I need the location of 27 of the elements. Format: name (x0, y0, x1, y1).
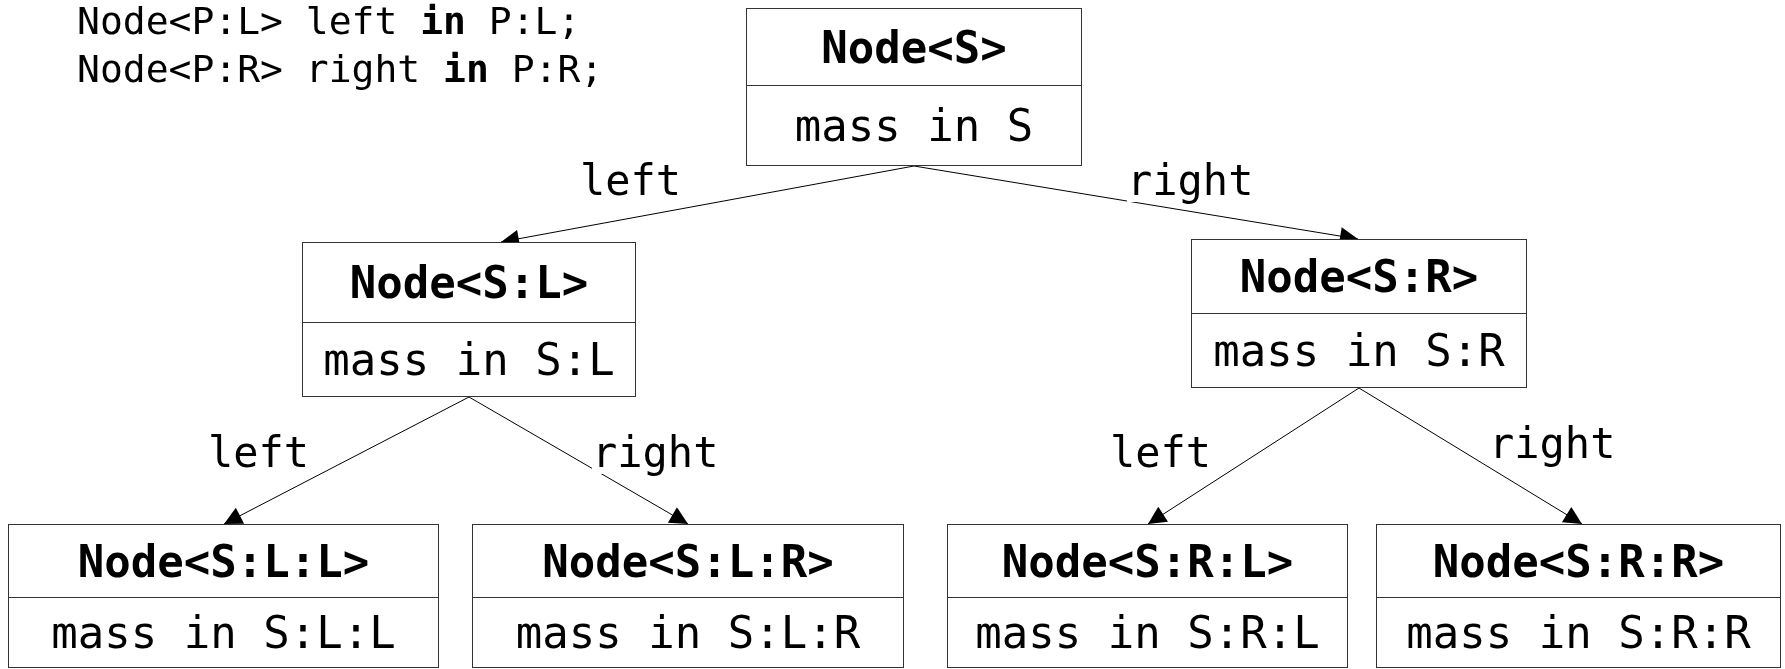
arrow (1358, 387, 1583, 525)
class-name: Node<S:L:L> (9, 525, 438, 598)
class-box (1376, 524, 1781, 668)
field-text: mass in S:L:R (514, 606, 862, 660)
class-name: Node<S:L:R> (473, 525, 903, 598)
field-text: mass in S:L (322, 333, 616, 387)
class-box (8, 524, 439, 668)
class-box (302, 242, 636, 397)
field-text: mass in S:L:L (50, 606, 397, 660)
code-line: Node<P:R> right in P:R; (77, 50, 604, 88)
class-box (746, 8, 1082, 166)
class-name: Node<S:R> (1192, 240, 1526, 314)
class-box (472, 524, 904, 668)
arrow (1147, 387, 1360, 525)
class-name: Node<S> (747, 9, 1081, 86)
field-text: mass in S:R:L (974, 606, 1321, 660)
field-text: mass in S:R (1212, 324, 1506, 378)
class-name: Node<S:L> (303, 243, 635, 323)
field-text: mass in S:R:R (1405, 606, 1752, 660)
code-line: Node<P:L> left in P:L; (77, 2, 581, 40)
class-name: Node<S:R:L> (948, 525, 1347, 598)
arrow (223, 396, 470, 525)
class-box (1191, 239, 1527, 388)
field-text: mass in S (793, 99, 1035, 153)
class-box (947, 524, 1348, 668)
arrow (468, 396, 689, 525)
class-name: Node<S:R:R> (1377, 525, 1780, 598)
